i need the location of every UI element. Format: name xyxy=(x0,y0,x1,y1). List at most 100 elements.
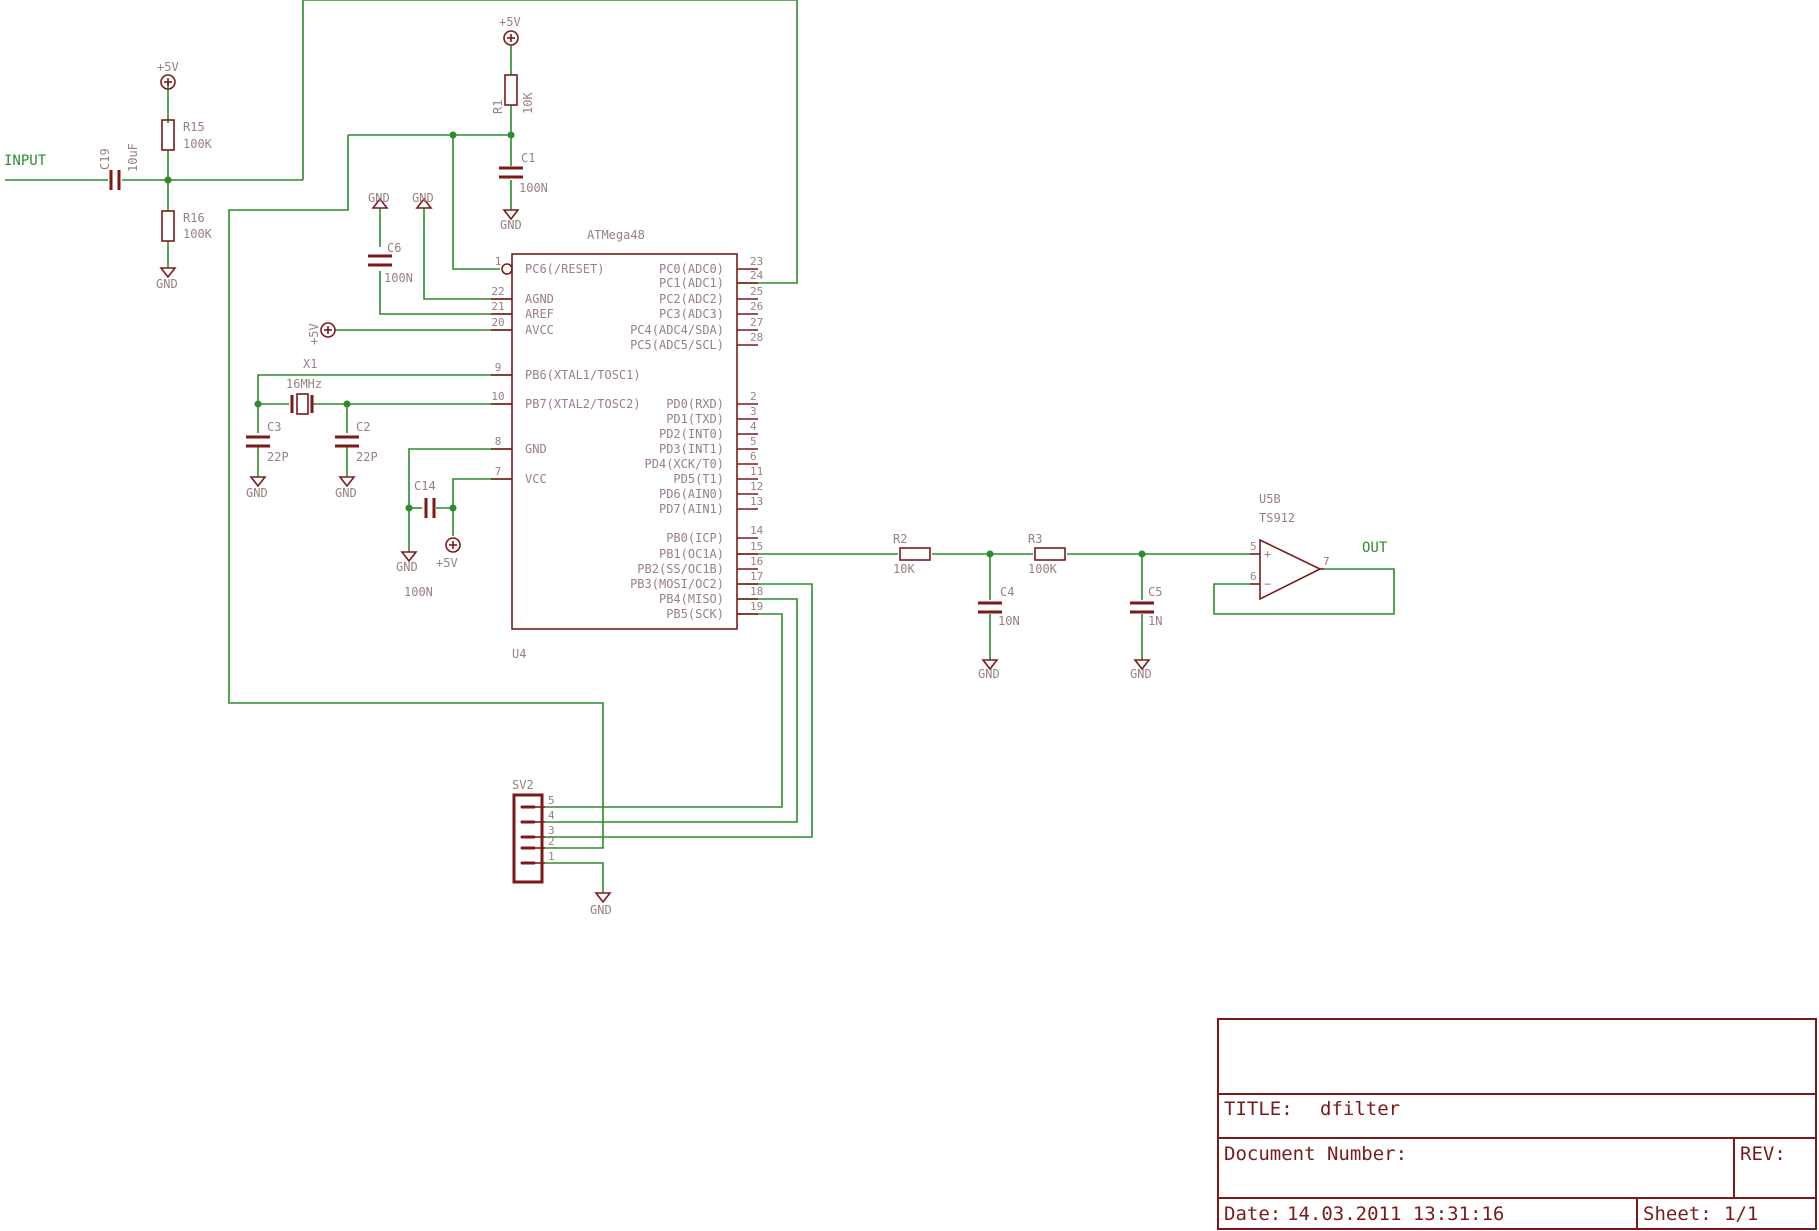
mcu-pin-number: 27 xyxy=(750,316,763,329)
mcu-pin-number: 13 xyxy=(750,495,763,508)
resistor-r1: R1 10K xyxy=(491,74,535,114)
mcu-pin-name: PC0(ADC0) xyxy=(659,262,724,276)
mcu-pin-name: PC1(ADC1) xyxy=(659,276,724,290)
mcu-pin-number: 2 xyxy=(750,390,757,403)
mcu-pin-name: GND xyxy=(525,442,547,456)
mcu-pin-number: 8 xyxy=(495,435,502,448)
capacitor-c19: C19 10uF xyxy=(98,143,140,190)
mcu-pin-number: 1 xyxy=(495,255,502,268)
mcu-pin-number: 28 xyxy=(750,331,763,344)
c1-ref: C1 xyxy=(521,151,535,165)
mcu-pin-number: 10 xyxy=(491,390,504,403)
c14-ref: C14 xyxy=(414,479,436,493)
mcu-pin-name: PB6(XTAL1/TOSC1) xyxy=(525,368,641,382)
capacitor-c4: C4 10N xyxy=(978,585,1020,628)
mcu-pin-name: PB3(MOSI/OC2) xyxy=(630,577,724,591)
c19-value: 10uF xyxy=(126,143,140,172)
sv2-pin-number: 1 xyxy=(548,850,555,863)
gnd-label: GND xyxy=(335,486,357,500)
mcu-right-pins: 23PC0(ADC0)24PC1(ADC1)25PC2(ADC2)26PC3(A… xyxy=(630,255,764,621)
opamp-u5b: + − 5 6 7 U5B TS912 xyxy=(1250,492,1330,601)
title-value: dfilter xyxy=(1320,1098,1400,1120)
vcc-label: +5V xyxy=(436,556,458,570)
mcu-pin-name: PB2(SS/OC1B) xyxy=(637,562,724,576)
mcu-pin-number: 24 xyxy=(750,269,764,282)
mcu-pin-name: PD3(INT1) xyxy=(659,442,724,456)
gnd-label: GND xyxy=(246,486,268,500)
gnd-label: GND xyxy=(412,191,434,205)
mcu-pin-number: 11 xyxy=(750,465,763,478)
r2-value: 10K xyxy=(893,562,915,576)
mcu-pin-number: 15 xyxy=(750,540,763,553)
mcu-pin-name: PC4(ADC4/SDA) xyxy=(630,323,724,337)
c19-ref: C19 xyxy=(98,148,112,170)
mcu-pin-name: VCC xyxy=(525,472,547,486)
capacitor-c5: C5 1N xyxy=(1130,585,1162,628)
c14-value: 100N xyxy=(404,585,433,599)
sheet-label: Sheet: xyxy=(1643,1203,1712,1225)
sv2-pin-number: 4 xyxy=(548,809,555,822)
mcu-pin-name: AREF xyxy=(525,307,554,321)
mcu-pin-number: 18 xyxy=(750,585,763,598)
gnd-label: GND xyxy=(1130,667,1152,681)
vcc-label: +5V xyxy=(499,15,521,29)
vcc-label: +5V xyxy=(157,60,179,74)
mcu-pin-number: 23 xyxy=(750,255,763,268)
capacitor-c1: C1 100N xyxy=(499,151,548,195)
mcu-pin-name: PC5(ADC5/SCL) xyxy=(630,338,724,352)
resistor-r2: R2 10K xyxy=(893,532,931,576)
crystal-x1: X1 16MHz xyxy=(286,357,322,415)
c5-value: 1N xyxy=(1148,614,1162,628)
sv2-pin-number: 2 xyxy=(548,835,555,848)
mcu-pin-number: 25 xyxy=(750,285,763,298)
mcu-pin-name: PB0(ICP) xyxy=(666,531,724,545)
c3-value: 22P xyxy=(267,450,289,464)
mcu-pin-number: 5 xyxy=(750,435,757,448)
c3-ref: C3 xyxy=(267,420,281,434)
capacitor-c14: C14 100N xyxy=(404,479,436,599)
mcu-pin-number: 22 xyxy=(491,285,504,298)
title-block: TITLE: dfilter Document Number: REV: Dat… xyxy=(1217,1018,1817,1230)
junctions xyxy=(164,131,1146,558)
capacitor-c2: C2 22P xyxy=(335,420,378,464)
c6-ref: C6 xyxy=(387,241,401,255)
mcu-pin-name: PC6(/RESET) xyxy=(525,262,604,276)
gnd-label: GND xyxy=(500,218,522,232)
date-value: 14.03.2011 13:31:16 xyxy=(1287,1203,1504,1225)
resistor-r15: R15 100K xyxy=(161,119,213,151)
sv2-pins: 5 4 32 1 xyxy=(520,794,555,865)
gnd-label: GND xyxy=(156,277,178,291)
c1-value: 100N xyxy=(519,181,548,195)
c5-ref: C5 xyxy=(1148,585,1162,599)
power-symbols: +5V +5V +5V +5V GND GND GND GND GND GND … xyxy=(156,15,1152,917)
u5b-plus: + xyxy=(1264,547,1271,561)
rev-label: REV: xyxy=(1740,1143,1786,1165)
r1-value: 10K xyxy=(521,92,535,114)
mcu-pin-name: PD0(RXD) xyxy=(666,397,724,411)
sv2-pin-number: 3 xyxy=(548,824,555,837)
net-out-label: OUT xyxy=(1362,540,1388,556)
r3-value: 100K xyxy=(1028,562,1058,576)
mcu-pin-name: PC3(ADC3) xyxy=(659,307,724,321)
gnd-label: GND xyxy=(590,903,612,917)
mcu-pin-number: 4 xyxy=(750,420,757,433)
sv2-ref: SV2 xyxy=(512,778,534,792)
r15-value: 100K xyxy=(183,137,213,151)
c4-value: 10N xyxy=(998,614,1020,628)
mcu-pin-number: 17 xyxy=(750,570,763,583)
mcu-pin-number: 9 xyxy=(495,361,502,374)
r16-value: 100K xyxy=(183,227,213,241)
mcu-part: ATMega48 xyxy=(587,228,645,242)
document-number-label: Document Number: xyxy=(1224,1143,1407,1165)
u5b-minus: − xyxy=(1264,577,1271,591)
gnd-label: GND xyxy=(978,667,1000,681)
mcu-pin-number: 12 xyxy=(750,480,763,493)
u5b-value: TS912 xyxy=(1259,511,1295,525)
capacitor-c3: C3 22P xyxy=(246,420,289,464)
u5b-pin-6: 6 xyxy=(1250,570,1257,583)
vcc-label: +5V xyxy=(307,323,321,345)
mcu-pin-number: 16 xyxy=(750,555,763,568)
sv2-pin-number: 5 xyxy=(548,794,555,807)
mcu-pin-name: AGND xyxy=(525,292,554,306)
